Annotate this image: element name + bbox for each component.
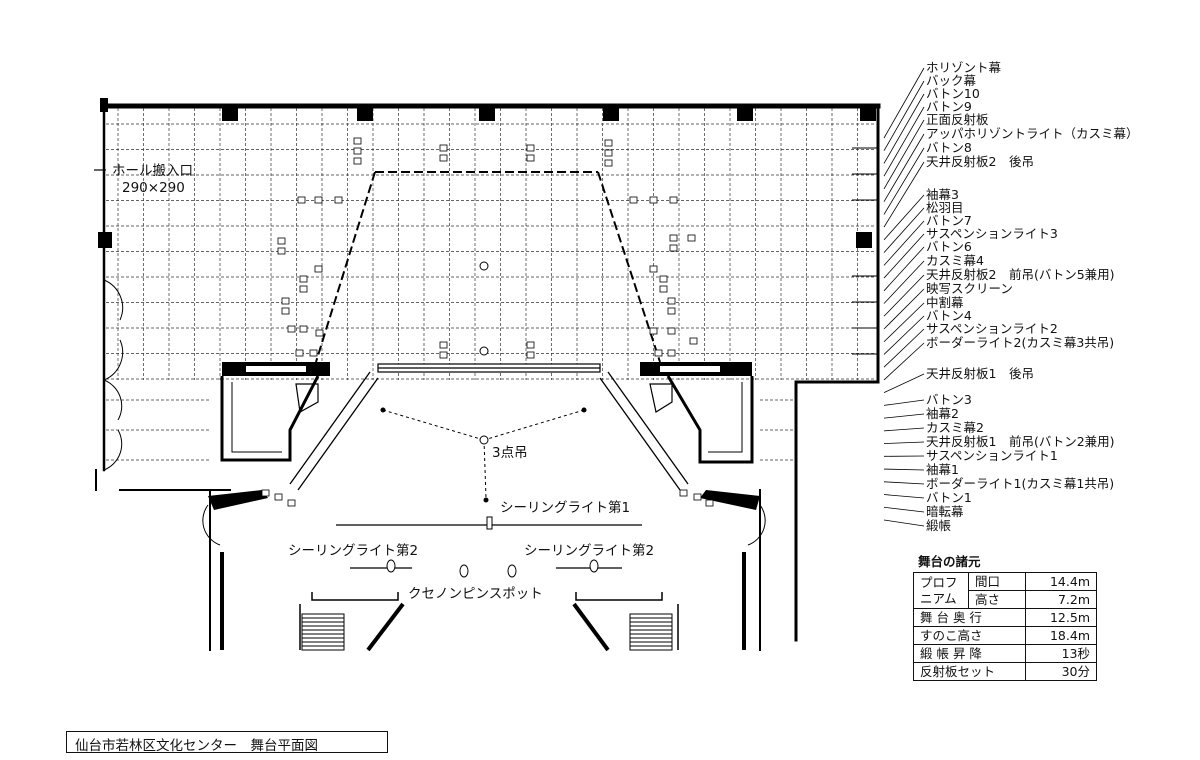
wall-pilasters <box>98 98 876 248</box>
equipment-label: バトン9 <box>926 99 972 114</box>
label-leader-lines <box>883 67 925 527</box>
auditorium-walls <box>220 552 746 652</box>
equipment-label: ホリゾント幕 <box>926 60 1002 75</box>
equipment-label: バトン4 <box>926 308 972 323</box>
equipment-label: バトン6 <box>926 239 972 254</box>
equipment-label: 天井反射板2 後吊 <box>926 154 1034 169</box>
equipment-label: 暗転幕 <box>926 504 964 519</box>
equipment-label: バトン8 <box>926 140 972 155</box>
equipment-label: サスペンションライト1 <box>926 448 1058 463</box>
stage-equipment-labels: ホリゾント幕バック幕バトン10バトン9正面反射板アッパホリゾントライト（カスミ幕… <box>926 60 1139 533</box>
front-reflector-bar <box>377 363 601 373</box>
equipment-label: ボーダーライト1(カスミ幕1共吊) <box>926 476 1114 491</box>
equipment-label: 松羽目 <box>926 200 964 215</box>
reflector-set-label: 反射板セット <box>913 662 1026 681</box>
three-point-hang-label: 3点吊 <box>492 445 528 461</box>
proscenium-cell: プロフ ニアム <box>913 572 969 609</box>
wing-doors <box>202 504 766 546</box>
grid-height-label: すのこ高さ <box>913 626 1026 645</box>
proscenium-side-walls <box>289 371 689 491</box>
xenon-pinspot-label: クセノンピンスポット <box>408 586 543 602</box>
grid-height-value: 18.4m <box>1025 626 1097 645</box>
equipment-label: 緞帳 <box>926 518 951 533</box>
specs-title: 舞台の諸元 <box>918 554 981 569</box>
equipment-label: 正面反射板 <box>926 112 989 127</box>
curtain-speed-value: 13秒 <box>1025 644 1097 663</box>
equipment-label: ボーダーライト2(カスミ幕3共吊) <box>926 335 1114 350</box>
equipment-label: 袖幕3 <box>926 187 959 202</box>
right-stage-tower <box>640 362 754 464</box>
stage-fixtures <box>261 137 714 507</box>
stage-specs-table: プロフ ニアム 間口 14.4m 高さ 7.2m 舞 台 奥 行 12.5m す… <box>913 572 1097 681</box>
table-row: プロフ ニアム 間口 14.4m <box>913 572 1097 609</box>
equipment-label: サスペンションライト3 <box>926 226 1058 241</box>
equipment-label: サスペンションライト2 <box>926 321 1058 336</box>
height-label: 高さ <box>968 590 1026 609</box>
stage-outline <box>95 103 881 651</box>
table-row: すのこ高さ 18.4m <box>913 626 1097 645</box>
light-fixtures <box>386 261 599 578</box>
table-row: 反射板セット 30分 <box>913 662 1097 681</box>
width-value: 14.4m <box>1025 572 1097 591</box>
ceiling-light-1-label: シーリングライト第1 <box>500 499 630 516</box>
table-row: 緞 帳 昇 降 13秒 <box>913 644 1097 663</box>
stairs <box>301 613 673 651</box>
equipment-label: バトン10 <box>926 86 980 101</box>
equipment-label: バトン3 <box>926 392 972 407</box>
ceiling-light-2-left-label: シーリングライト第2 <box>288 542 418 559</box>
equipment-label: 天井反射板1 前吊(バトン2兼用) <box>926 434 1115 449</box>
table-row: 舞 台 奥 行 12.5m <box>913 608 1097 627</box>
equipment-label: 袖幕1 <box>926 462 959 477</box>
equipment-label: バトン7 <box>926 213 972 228</box>
stage-grid <box>106 108 876 461</box>
proscenium-corners <box>208 490 760 510</box>
loading-door-arcs <box>103 279 124 471</box>
equipment-label: カスミ幕4 <box>926 253 984 268</box>
reflector-set-value: 30分 <box>1025 662 1097 681</box>
height-value: 7.2m <box>1025 590 1097 609</box>
equipment-label: バック幕 <box>926 73 977 88</box>
loading-dock-size: 290×290 <box>122 180 185 196</box>
equipment-label: 映写スクリーン <box>926 281 1013 296</box>
equipment-label: バトン1 <box>926 490 972 505</box>
loading-dock-label: ホール搬入口 <box>112 163 193 179</box>
depth-label: 舞 台 奥 行 <box>913 608 1026 627</box>
hang-points <box>380 407 587 503</box>
equipment-label: 天井反射板1 後吊 <box>926 366 1034 381</box>
equipment-label: 袖幕2 <box>926 406 959 421</box>
curtain-speed-label: 緞 帳 昇 降 <box>913 644 1026 663</box>
reflector-shell <box>315 171 661 369</box>
depth-value: 12.5m <box>1025 608 1097 627</box>
drawing-caption: 仙台市若林区文化センター 舞台平面図 <box>66 731 388 754</box>
equipment-label: 天井反射板2 前吊(バトン5兼用) <box>926 267 1115 282</box>
equipment-label: 中割幕 <box>926 295 964 310</box>
left-stage-tower <box>220 362 330 462</box>
three-point-hang <box>382 409 585 499</box>
equipment-label: カスミ幕2 <box>926 420 984 435</box>
equipment-label: アッパホリゾントライト（カスミ幕） <box>926 126 1139 141</box>
width-label: 間口 <box>968 572 1026 591</box>
right-wall-ticks <box>852 147 878 355</box>
ceiling-light-2-right-label: シーリングライト第2 <box>524 542 654 559</box>
